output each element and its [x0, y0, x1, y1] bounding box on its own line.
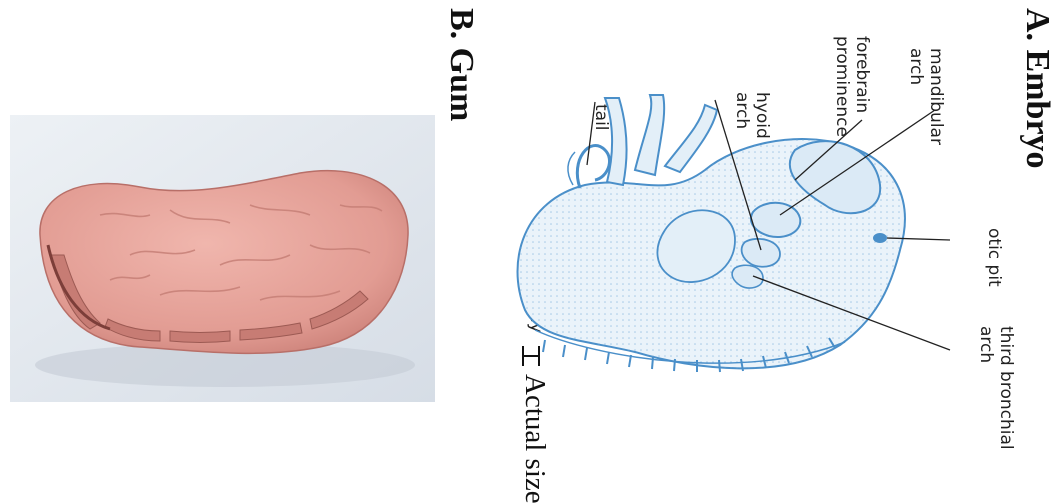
embryo-illustration — [495, 90, 955, 390]
embryo-title: A. Embryo — [1020, 8, 1054, 169]
gum-photo — [10, 115, 435, 402]
actual-size-label: Actual size — [520, 374, 550, 504]
gum-title: B. Gum — [444, 8, 478, 121]
label-third-bronchial-arch: third bronchial arch — [976, 326, 1016, 450]
label-otic-pit: otic pit — [984, 228, 1004, 287]
